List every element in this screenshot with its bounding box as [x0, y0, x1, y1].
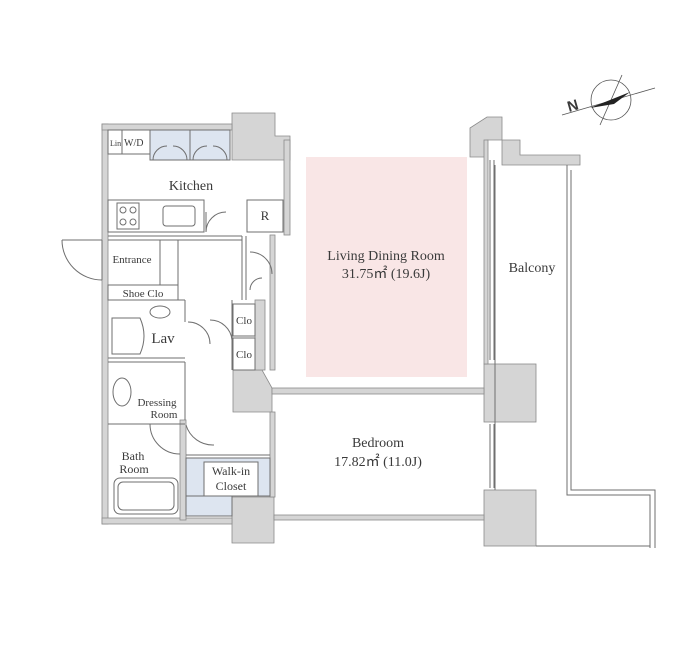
entrance-label: Entrance	[112, 254, 151, 266]
walk-in-closet-label-2: Closet	[216, 479, 247, 493]
refrigerator-label: R	[261, 208, 270, 223]
balcony-label: Balcony	[509, 261, 556, 276]
compass-north-label: N	[565, 97, 580, 116]
bath-room-label-1: Bath	[122, 449, 145, 463]
linen-label: Lin	[110, 139, 121, 148]
sink-icon	[162, 205, 196, 227]
toilet-icon	[111, 317, 145, 355]
kitchen-counter	[107, 199, 205, 233]
washbasin-icon	[149, 305, 171, 319]
closet-label-1: Clo	[236, 315, 252, 327]
walk-in-closet-label-1: Walk-in	[212, 464, 250, 478]
lavatory-label: Lav	[151, 331, 175, 347]
shoe-closet-label: Shoe Clo	[123, 288, 164, 300]
compass-icon	[561, 74, 656, 126]
dressing-room-label-1: Dressing	[137, 397, 177, 409]
kitchen-fixtures	[107, 129, 284, 233]
closet-label-2: Clo	[236, 349, 252, 361]
lavatory-fixtures	[111, 305, 233, 355]
stove-icon	[116, 202, 140, 230]
washer-dryer-label: W/D	[124, 138, 143, 149]
walk-in-label-box	[203, 461, 259, 497]
bedroom-label: Bedroom	[352, 436, 404, 451]
refrigerator-box	[246, 199, 284, 233]
bedroom-area: 17.82㎡ (11.0J)	[334, 454, 422, 470]
kitchen-label: Kitchen	[169, 179, 213, 194]
vanity-sink-icon	[112, 377, 132, 407]
partition-lines	[107, 160, 656, 548]
bath-fixtures	[112, 251, 273, 515]
living-dining-label: Living Dining Room	[327, 249, 445, 264]
living-dining-area: 31.75㎡ (19.6J)	[342, 266, 431, 282]
bathtub-icon	[113, 477, 179, 515]
bath-room-label-2: Room	[119, 462, 149, 476]
entrance-door	[61, 239, 103, 281]
dressing-room-label-2: Room	[151, 409, 178, 421]
living-dining-highlight	[306, 157, 467, 377]
